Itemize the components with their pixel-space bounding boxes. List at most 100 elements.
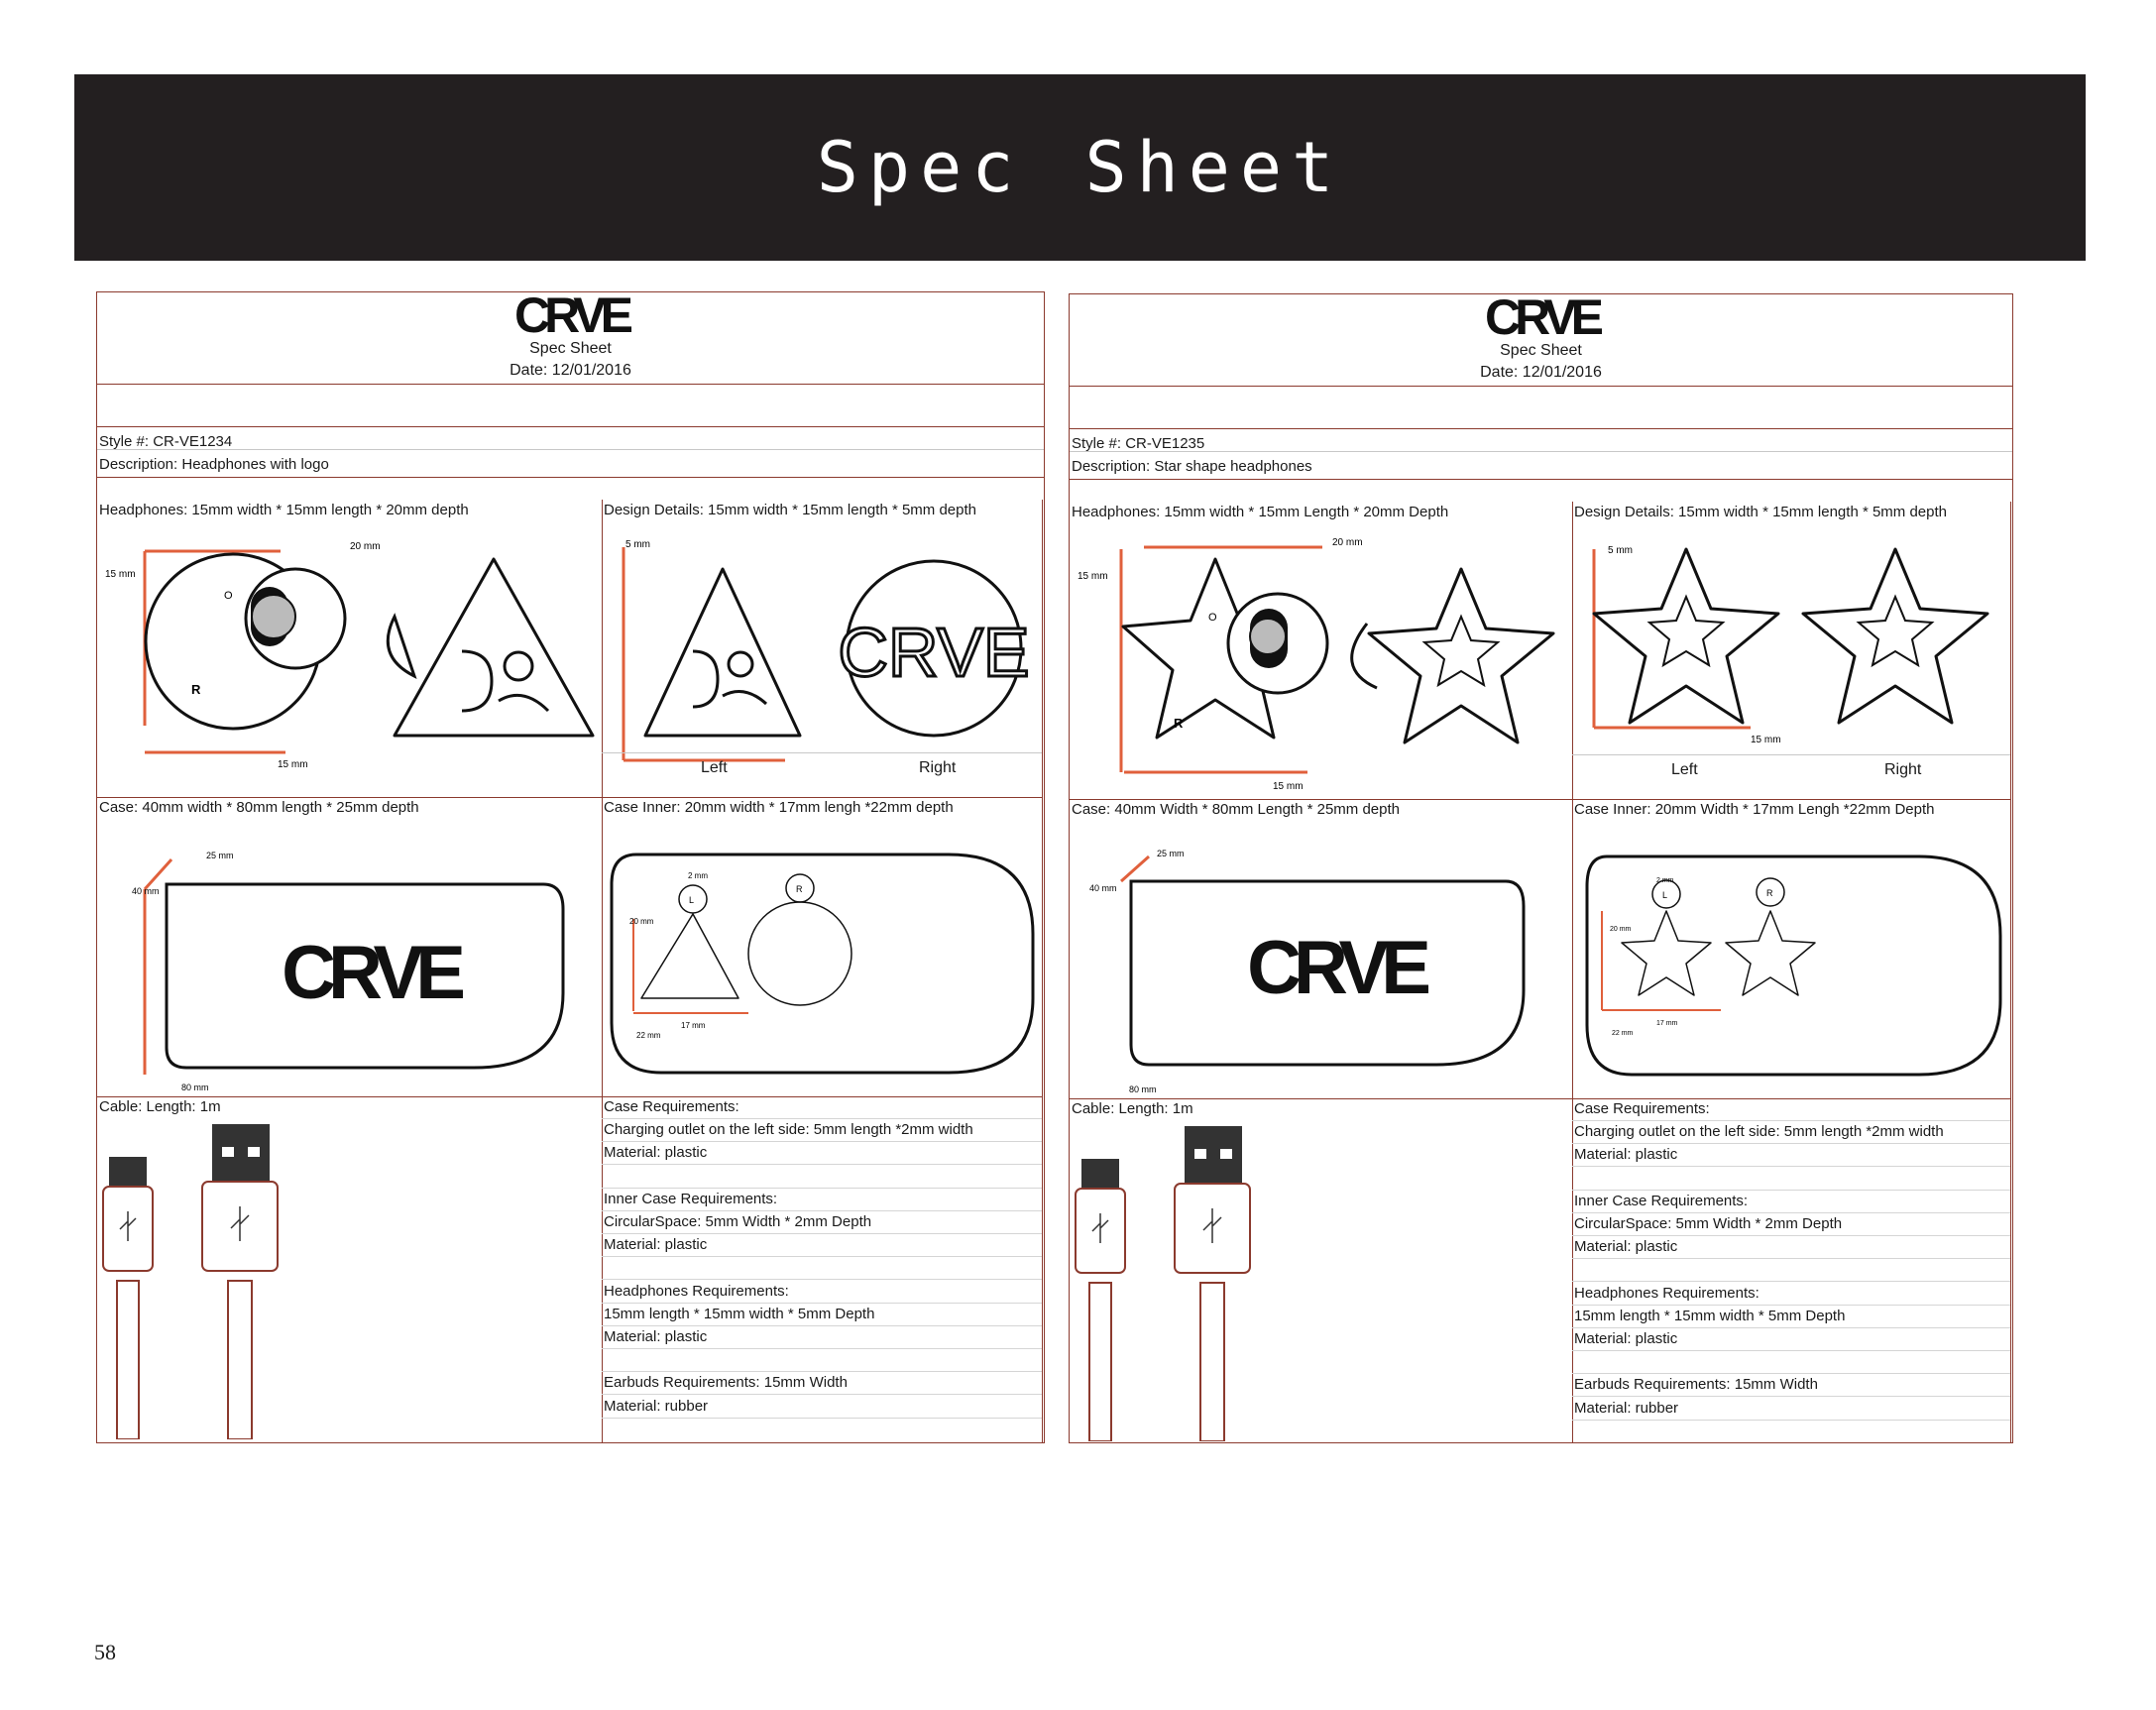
dim-15mm: 15 mm: [1078, 571, 1108, 582]
requirement-line: CircularSpace: 5mm Width * 2mm Depth: [1574, 1215, 1843, 1232]
description: Description: Star shape headphones: [1072, 458, 1312, 475]
requirement-rule: [602, 1279, 1042, 1281]
blank-band: [97, 385, 1044, 427]
requirement-rule: [1572, 1235, 2010, 1236]
right-label: Right: [919, 759, 957, 776]
case-logo: CRVE: [282, 931, 463, 1015]
ear-label-o: O: [224, 590, 233, 602]
cable-cell: Cable: Length: 1m: [97, 1096, 603, 1443]
cable-cell: Cable: Length: 1m: [1070, 1098, 1573, 1443]
dim-22mm: 22 mm: [636, 1031, 661, 1040]
spec-sheet-2: CRVE Spec Sheet Date: 12/01/2016 Style #…: [1069, 293, 2013, 1443]
requirements-cell: Case Requirements: Charging outlet on the…: [602, 1096, 1043, 1443]
requirement-line: Inner Case Requirements:: [1574, 1192, 1749, 1209]
dim-80mm: 80 mm: [1129, 1084, 1157, 1094]
requirement-rule: [602, 1141, 1042, 1143]
requirement-line: Earbuds Requirements: 15mm Width: [604, 1374, 848, 1392]
spec-sheet-1: CRVE Spec Sheet Date: 12/01/2016 Style #…: [96, 291, 1045, 1443]
requirement-line: Headphones Requirements:: [1574, 1284, 1759, 1302]
usb-cable-drawing: [102, 1124, 279, 1439]
requirement-rule: [1572, 1166, 2010, 1168]
requirement-line: Material: plastic: [1574, 1330, 1678, 1347]
requirement-rule: [1572, 1326, 2010, 1328]
ear-label-o: O: [1208, 612, 1217, 624]
ear-label-r: R: [1174, 716, 1184, 731]
dim-25mm: 25 mm: [1157, 849, 1185, 858]
ve-logo-mark: CRVE: [838, 614, 1029, 691]
requirement-rule: [602, 1187, 1042, 1189]
requirement-rule: [1572, 1350, 2010, 1351]
requirement-rule: [602, 1324, 1042, 1326]
dim-40mm: 40 mm: [132, 886, 160, 896]
design-details-cell: Design Details: 15mm width * 15mm length…: [1572, 502, 2011, 800]
requirement-rule: [1572, 1143, 2010, 1145]
requirement-line: Case Requirements:: [604, 1098, 739, 1115]
case-drawing: 25 mm 40 mm 80 mm CRVE: [132, 851, 565, 1092]
row-divider: [1070, 451, 2012, 452]
requirements-cell: Case Requirements:Charging outlet on the…: [1572, 1098, 2011, 1443]
requirement-line: 15mm length * 15mm width * 5mm Depth: [604, 1305, 875, 1322]
requirement-line: Charging outlet on the left side: 5mm le…: [604, 1121, 973, 1139]
page-number: 58: [94, 1640, 116, 1664]
blank-band: [1070, 387, 2012, 429]
requirement-rule: [602, 1209, 1042, 1211]
inner-label-r: R: [796, 884, 803, 894]
sheet-date: Date: 12/01/2016: [1480, 364, 1602, 381]
dim-15mm: 15 mm: [105, 569, 136, 580]
dim-20mm: 20 mm: [1332, 537, 1363, 548]
dim-5mm: 5 mm: [1608, 545, 1633, 556]
requirement-line: Material: plastic: [604, 1236, 708, 1254]
style-number: Style #: CR-VE1234: [99, 433, 233, 450]
case-inner-drawing: 2 mm 20 mm 17 mm 22 mm L R: [1585, 855, 2002, 1077]
brand-logo-text: CRVE: [1484, 294, 1602, 340]
requirement-rule: [602, 1233, 1042, 1234]
sheet-header: CRVE Spec Sheet Date: 12/01/2016: [1070, 294, 2012, 387]
requirement-rule: [1572, 1120, 2010, 1121]
requirement-line: Inner Case Requirements:: [604, 1190, 778, 1207]
sheet-date: Date: 12/01/2016: [510, 362, 631, 379]
design-details-spec: Design Details: 15mm width * 15mm length…: [604, 502, 976, 518]
case-drawing: 25 mm 40 mm 80 mm CRVE: [1089, 849, 1526, 1094]
requirement-rule: [602, 1371, 1042, 1373]
sheet-header: CRVE Spec Sheet Date: 12/01/2016: [97, 292, 1044, 385]
headphones-drawing: 20 mm 15 mm 15 mm O R: [1078, 537, 1555, 792]
inner-label-l: L: [1662, 890, 1667, 900]
dim-2mm: 2 mm: [688, 871, 708, 880]
requirement-line: Material: plastic: [604, 1144, 708, 1162]
requirement-line: Earbuds Requirements: 15mm Width: [1574, 1376, 1818, 1394]
sheet-subtitle: Spec Sheet: [529, 340, 612, 357]
info-band: [97, 427, 1044, 478]
design-details-spec: Design Details: 15mm width * 15mm length…: [1574, 504, 1947, 520]
requirement-rule: [1572, 1396, 2010, 1398]
case-inner-spec: Case Inner: 20mm width * 17mm lengh *22m…: [604, 799, 954, 816]
case-inner-spec: Case Inner: 20mm Width * 17mm Lengh *22m…: [1574, 801, 1935, 818]
right-label: Right: [1884, 761, 1922, 778]
dim-40mm: 40 mm: [1089, 883, 1117, 893]
requirement-rule: [602, 1348, 1042, 1349]
requirement-line: Material: plastic: [1574, 1238, 1678, 1256]
requirement-line: 15mm length * 15mm width * 5mm Depth: [1574, 1307, 1846, 1324]
title-banner: Spec Sheet: [74, 74, 2086, 261]
style-number: Style #: CR-VE1235: [1072, 435, 1205, 452]
headphones-cell: Headphones: 15mm width * 15mm length * 2…: [97, 500, 603, 798]
lr-divider: [1572, 754, 2010, 755]
left-label: Left: [1671, 761, 1698, 778]
requirement-rule: [602, 1118, 1042, 1119]
dim-20mm: 20 mm: [350, 541, 381, 552]
banner-title: Spec Sheet: [816, 127, 1344, 208]
requirement-rule: [602, 1256, 1042, 1258]
cable-spec: Cable: Length: 1m: [99, 1098, 221, 1115]
brand-logo: CRVE: [513, 292, 637, 338]
dim-15mm-design: 15 mm: [1751, 735, 1781, 745]
dim-17mm: 17 mm: [681, 1021, 706, 1030]
dim-80mm: 80 mm: [181, 1083, 209, 1092]
dim-17mm: 17 mm: [1656, 1020, 1678, 1027]
requirement-rule: [602, 1394, 1042, 1396]
requirement-rule: [1572, 1189, 2010, 1191]
case-cell: Case: 40mm Width * 80mm Length * 25mm de…: [1070, 799, 1573, 1099]
dim-22mm: 22 mm: [1612, 1030, 1634, 1037]
brand-logo-text: CRVE: [513, 292, 631, 338]
dim-25mm: 25 mm: [206, 851, 234, 860]
requirement-line: Case Requirements:: [1574, 1100, 1710, 1117]
headphones-cell: Headphones: 15mm width * 15mm Length * 2…: [1070, 502, 1573, 800]
